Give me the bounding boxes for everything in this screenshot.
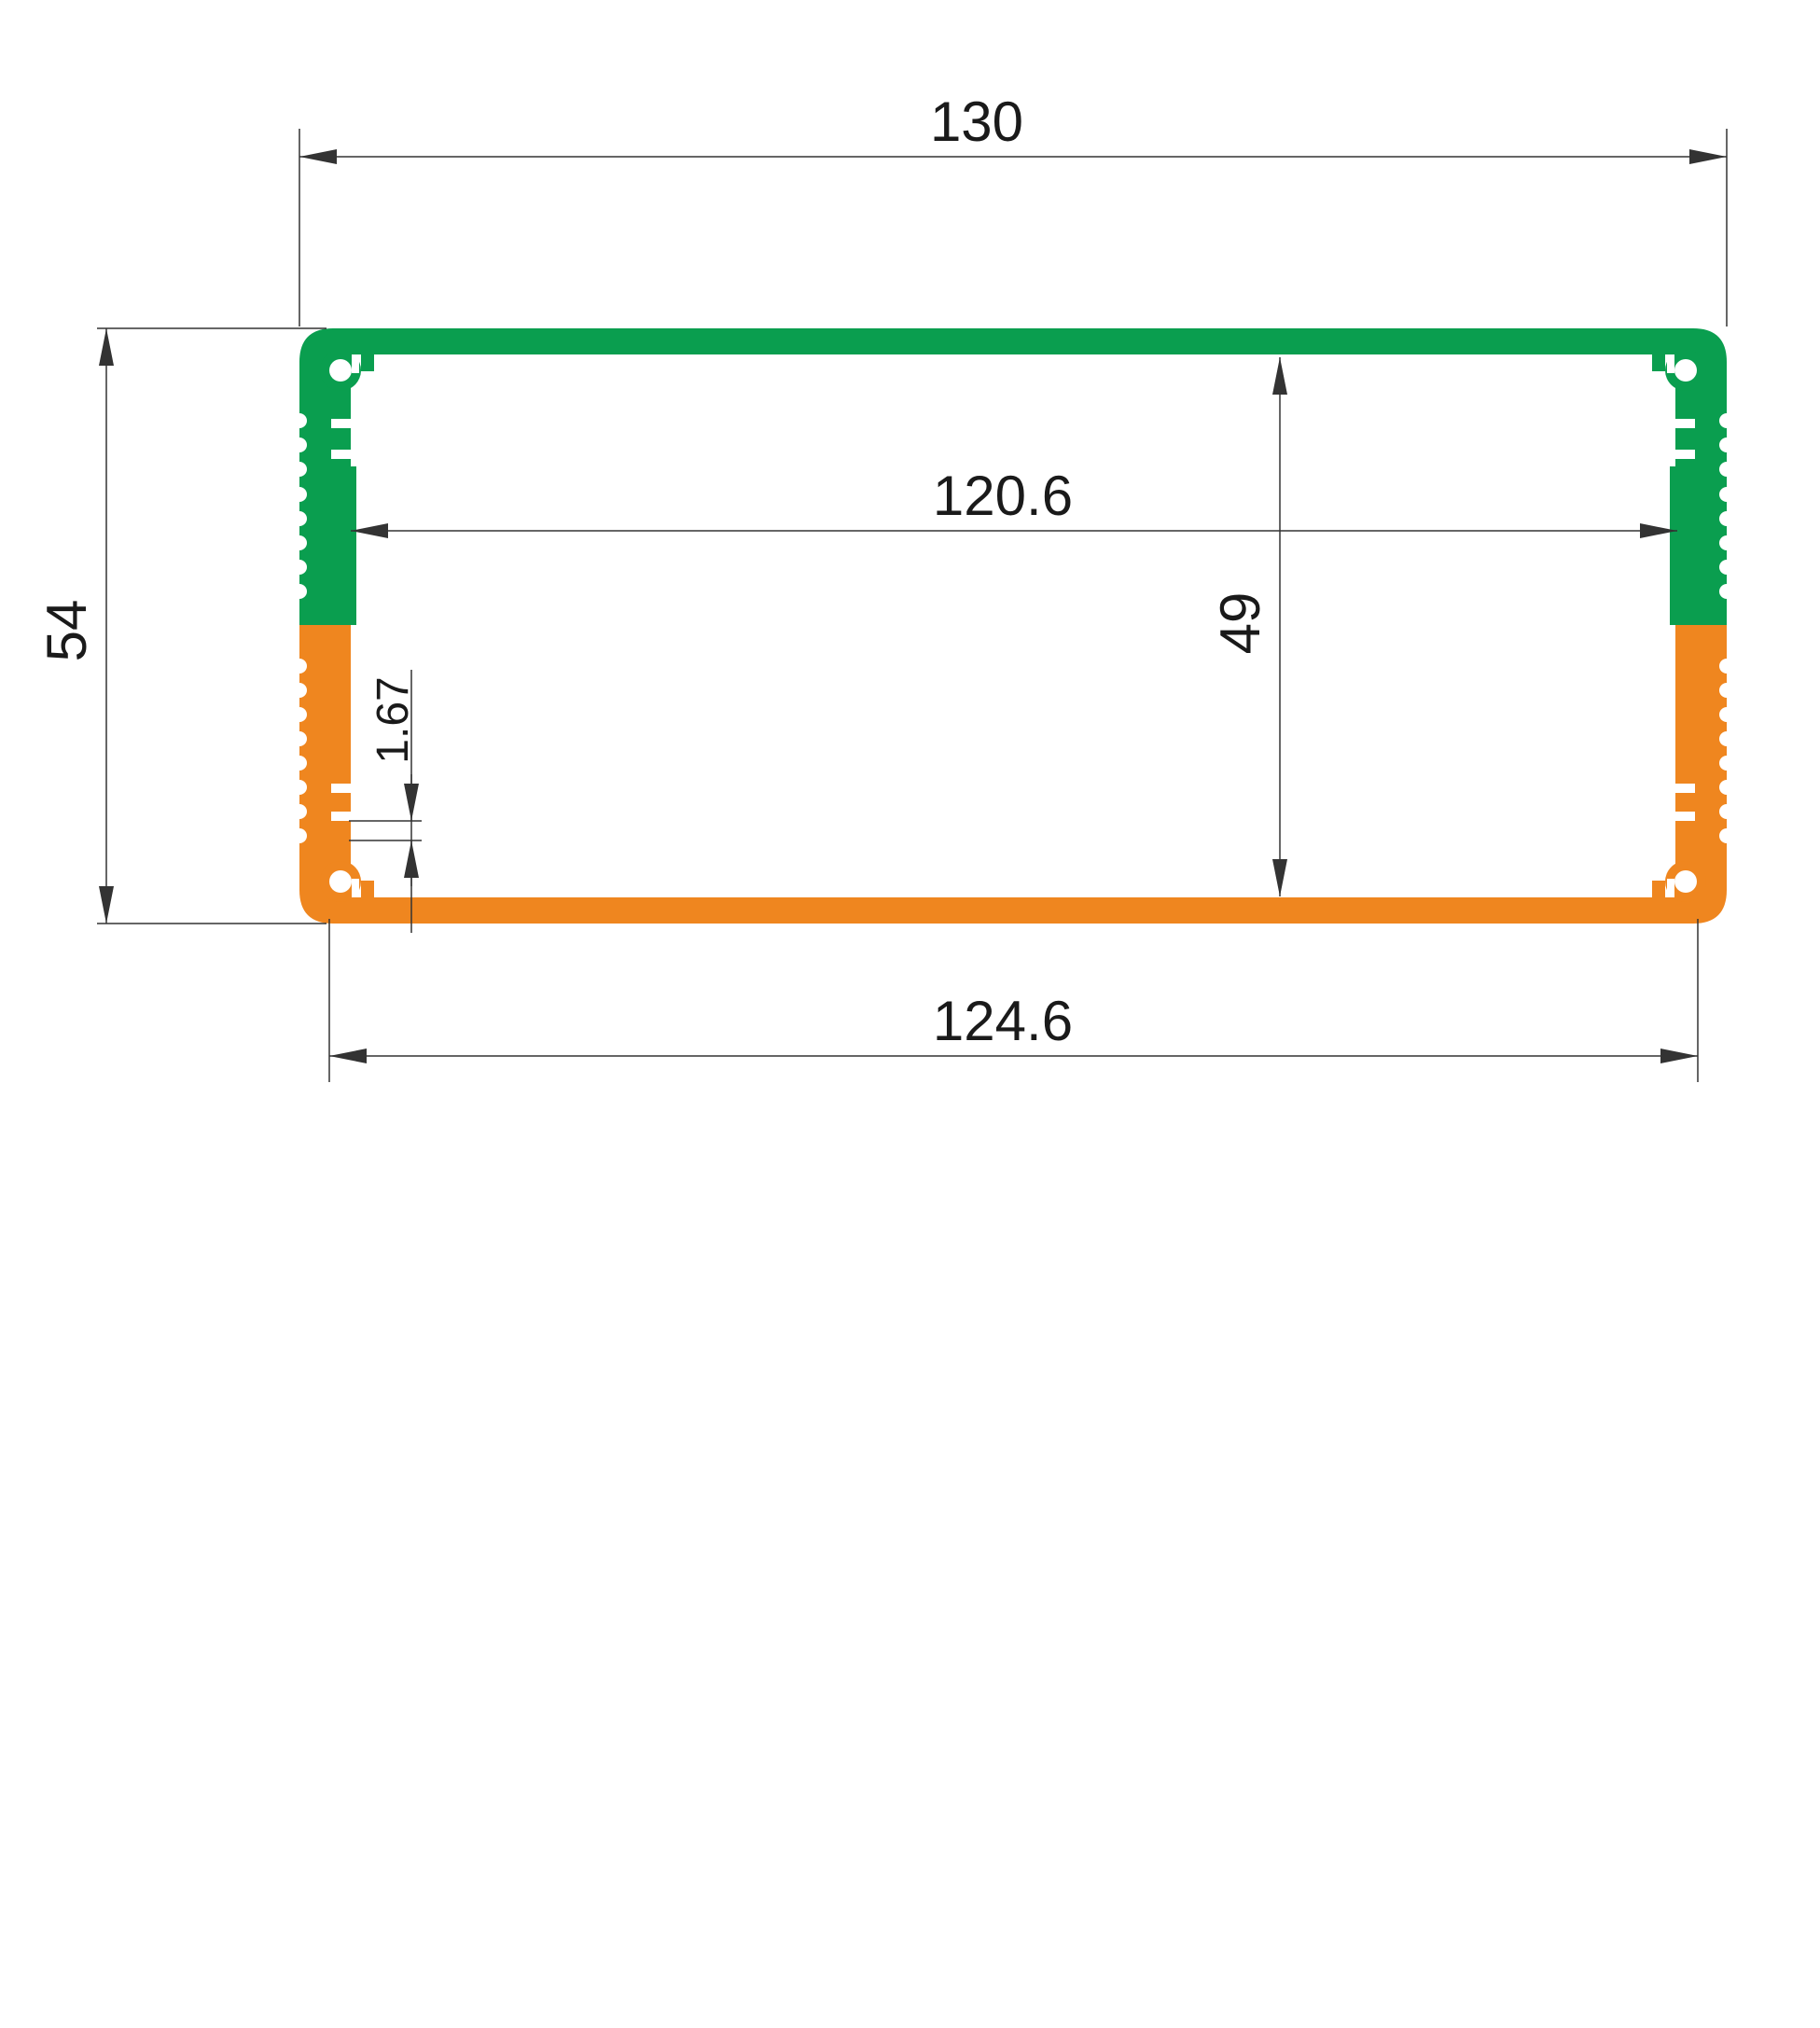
dimension-inner-height: 49 bbox=[1209, 357, 1287, 896]
upper-shell bbox=[292, 328, 1734, 625]
dimension-overall-width: 130 bbox=[299, 90, 1727, 164]
inner-width-label: 120.6 bbox=[933, 465, 1073, 527]
enclosure-profile bbox=[292, 328, 1734, 924]
wall-thickness-label: 1.67 bbox=[368, 676, 418, 763]
dimension-overall-height: 54 bbox=[35, 328, 114, 924]
lower-shell bbox=[292, 625, 1734, 924]
base-width-label: 124.6 bbox=[933, 990, 1073, 1052]
overall-height-label: 54 bbox=[35, 600, 98, 662]
dimension-inner-width: 120.6 bbox=[351, 465, 1677, 538]
dimension-base-width: 124.6 bbox=[329, 990, 1698, 1063]
inner-height-label: 49 bbox=[1209, 592, 1271, 655]
dimension-wall-thickness: 1.67 bbox=[368, 676, 419, 886]
overall-width-label: 130 bbox=[930, 90, 1023, 153]
